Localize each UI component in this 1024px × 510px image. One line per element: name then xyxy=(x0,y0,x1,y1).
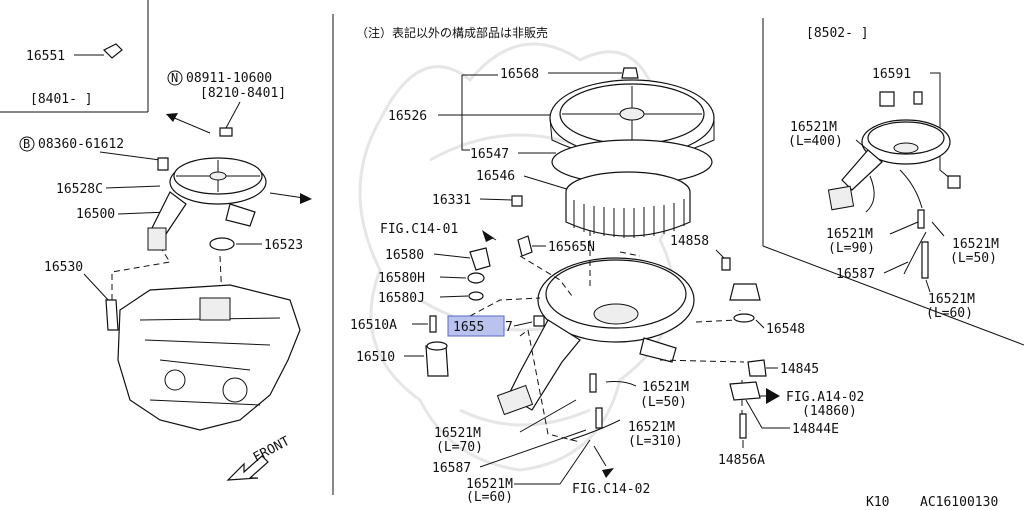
air-filter-element xyxy=(565,171,691,238)
label-n-range: [8210-8401] xyxy=(200,86,286,101)
center-panel: （注）表記以外の構成部品は非販売 16568 16526 16547 16546 xyxy=(350,25,864,505)
highlight-16557 xyxy=(447,315,505,337)
label-l50-right: (L=50) xyxy=(950,251,997,266)
wing-nut-icon xyxy=(621,67,639,79)
label-l60: (L=60) xyxy=(466,490,513,505)
label-inset-range: [8401- ] xyxy=(30,92,93,107)
label-16580: 16580 xyxy=(385,248,424,263)
part-14858 xyxy=(729,283,761,301)
air-cleaner-housing-right xyxy=(827,91,951,213)
label-16521m-60: 16521M xyxy=(466,477,513,492)
label-fig-c14-02: FIG.C14-02 xyxy=(572,482,650,497)
air-cleaner-cover xyxy=(549,79,715,160)
label-16580j: 16580J xyxy=(378,291,425,306)
label-14844e: 14844E xyxy=(792,422,839,437)
label-b-part: 08360-61612 xyxy=(38,137,124,152)
label-16521m-310: 16521M xyxy=(628,420,675,435)
label-front: FRONT xyxy=(251,434,293,466)
footer-ref: AC16100130 xyxy=(920,495,998,510)
label-16523: 16523 xyxy=(264,238,303,253)
air-cleaner-housing xyxy=(496,257,695,416)
part-14844e xyxy=(729,381,761,401)
label-16521m-50: 16521M xyxy=(642,380,689,395)
label-l90: (L=90) xyxy=(828,241,875,256)
label-16568: 16568 xyxy=(500,67,539,82)
label-n-prefix: N xyxy=(171,71,178,85)
label-16557-rest: 7 xyxy=(505,320,513,335)
label-16557-highlight: 1655 xyxy=(453,320,484,335)
arrow-fig-c14-02-icon xyxy=(602,468,614,478)
label-l400: (L=400) xyxy=(788,134,843,149)
label-16521m-50-right: 16521M xyxy=(952,237,999,252)
arrow-fig-c14-01-icon xyxy=(482,230,494,242)
label-l50: (L=50) xyxy=(640,395,687,410)
label-l310: (L=310) xyxy=(628,434,683,449)
label-14860: (14860) xyxy=(802,404,857,419)
panel-dividers xyxy=(0,0,1024,495)
label-16587: 16587 xyxy=(432,461,471,476)
label-16521m-60-right: 16521M xyxy=(928,292,975,307)
note-text: （注）表記以外の構成部品は非販売 xyxy=(356,25,548,40)
label-n-part: 08911-10600 xyxy=(186,71,272,86)
n-circle-icon xyxy=(167,70,183,86)
label-14858: 14858 xyxy=(670,234,709,249)
label-16521m-70: 16521M xyxy=(434,426,481,441)
air-cleaner-housing-left xyxy=(147,157,267,251)
part-16580 xyxy=(469,247,491,271)
engine-block xyxy=(117,284,301,431)
label-right-range: [8502- ] xyxy=(806,26,869,41)
label-l60-right: (L=60) xyxy=(926,306,973,321)
label-16551: 16551 xyxy=(26,49,65,64)
label-16591: 16591 xyxy=(872,67,911,82)
arrow-left-icon xyxy=(166,113,178,122)
label-16331: 16331 xyxy=(432,193,471,208)
label-16546: 16546 xyxy=(476,169,515,184)
label-16526: 16526 xyxy=(388,109,427,124)
footer-code: K10 xyxy=(866,495,889,510)
label-fig-a14-02: FIG.A14-02 xyxy=(786,390,864,405)
label-16510a: 16510A xyxy=(350,318,397,333)
label-16565n: 16565N xyxy=(548,240,595,255)
wing-nut-icon xyxy=(102,43,123,59)
label-16521m-400: 16521M xyxy=(790,120,837,135)
label-16547: 16547 xyxy=(470,147,509,162)
label-b-prefix: B xyxy=(23,137,30,151)
label-16580h: 16580H xyxy=(378,271,425,286)
arrow-right-icon xyxy=(300,193,312,204)
label-l70: (L=70) xyxy=(436,440,483,455)
b-circle-icon xyxy=(19,136,35,152)
left-panel: 16551 [8401- ] N 08911-10600 [8210-8401]… xyxy=(19,43,312,481)
label-14856a: 14856A xyxy=(718,453,765,468)
label-16521m-90: 16521M xyxy=(826,227,873,242)
front-arrow-icon xyxy=(226,455,269,481)
label-14845: 14845 xyxy=(780,362,819,377)
label-fig-c14-01: FIG.C14-01 xyxy=(380,222,458,237)
gasket-ring xyxy=(209,237,235,251)
arrow-fig-a14-02-icon xyxy=(766,388,780,404)
label-16530: 16530 xyxy=(44,260,83,275)
label-16510: 16510 xyxy=(356,350,395,365)
label-16528c: 16528C xyxy=(56,182,103,197)
label-16587-right: 16587 xyxy=(836,267,875,282)
label-16500: 16500 xyxy=(76,207,115,222)
hose-16530 xyxy=(105,299,119,331)
label-16548: 16548 xyxy=(766,322,805,337)
right-panel: [8502- ] 16591 16521M (L=400) 16521M (L=… xyxy=(788,26,999,321)
